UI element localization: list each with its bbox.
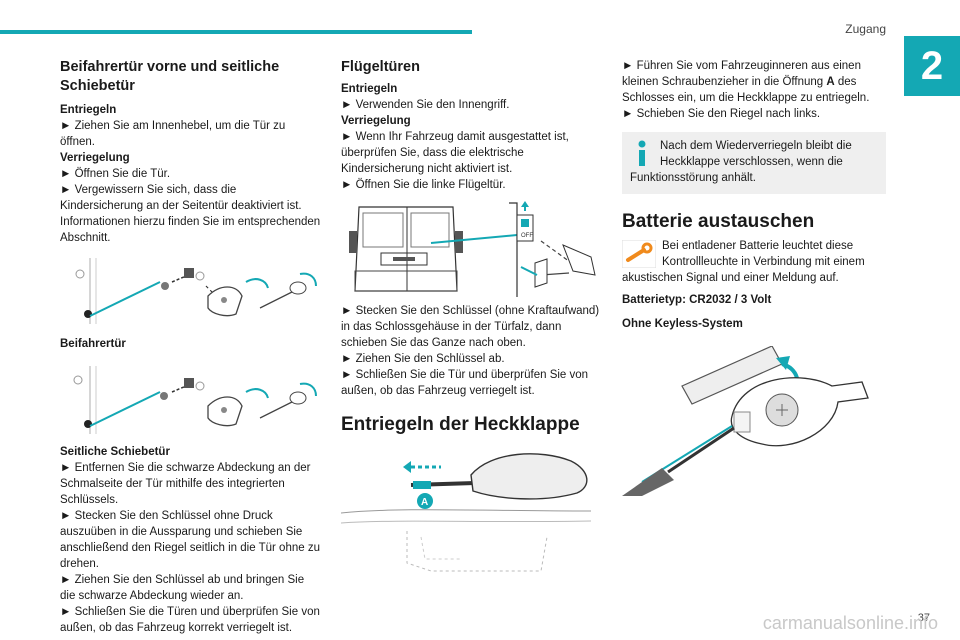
step-schiebe-1: ► Entfernen Sie die schwarze Abdeckung a… <box>60 462 311 506</box>
step-fluegel-2: ► Ziehen Sie den Schlüssel ab. <box>341 353 505 365</box>
section-heading-heckklappe: Entriegeln der Heckklappe <box>341 414 580 435</box>
chapter-tab: 2 <box>904 36 960 96</box>
step-fluegel-verriegelung-1: ► Wenn Ihr Fahrzeug damit ausgestattet i… <box>341 131 569 175</box>
step-fluegel-1: ► Stecken Sie den Schlüssel (ohne Krafta… <box>341 305 600 349</box>
info-note: Nach dem Wiederverriegeln bleibt die Hec… <box>622 132 886 194</box>
column-1: Beifahrertür vorne und seitliche Schiebe… <box>60 56 322 636</box>
step-schiebe-3: ► Ziehen Sie den Schlüssel ab und bringe… <box>60 574 305 602</box>
section-heading-fluegeltueren: Flügeltüren <box>341 59 420 75</box>
header-accent-bar <box>0 30 472 34</box>
label-entriegeln: Entriegeln <box>60 104 117 116</box>
caption-schiebetuer: Seitliche Schiebetür <box>60 446 170 458</box>
step-heckklappe-1-post: des Schlosses ein, um die Heckklappe zu … <box>622 76 870 104</box>
heading-ohne-keyless: Ohne Keyless-System <box>622 318 743 330</box>
info-icon <box>638 140 646 166</box>
info-note-text: Nach dem Wiederverriegeln bleibt die Hec… <box>630 140 852 184</box>
chapter-title: Zugang <box>845 22 886 36</box>
illustration-heckklappe-screwdriver: A <box>341 453 592 572</box>
step-heckklappe-1-pre: ► Führen Sie vom Fahrzeuginneren aus ein… <box>622 60 861 88</box>
footer-watermark: carmanualsonline.info <box>762 613 938 633</box>
column-2: Flügeltüren Entriegeln ► Verwenden Sie d… <box>341 56 605 575</box>
step-heckklappe-1: ► Führen Sie vom Fahrzeuginneren aus ein… <box>622 58 886 106</box>
step-schiebe-4: ► Schließen Sie die Türen und überprüfen… <box>60 606 320 634</box>
batterie-text: Bei entladener Batterie leuchtet diese K… <box>622 240 865 284</box>
step-schiebe-2: ► Stecken Sie den Schlüssel ohne Druck a… <box>60 510 320 570</box>
step-heckklappe-2: ► Schieben Sie den Riegel nach links. <box>622 108 821 120</box>
illustration-schiebetuer-lock <box>73 366 317 434</box>
step-fluegel-entriegeln: ► Verwenden Sie den Innengriff. <box>341 99 510 111</box>
off-label: OFF <box>521 233 533 239</box>
step-entriegeln: ► Ziehen Sie am Innenhebel, um die Tür z… <box>60 120 286 148</box>
page-number: 37 <box>917 612 930 624</box>
section-heading-batterie: Batterie austauschen <box>622 211 815 232</box>
illustration-beifahrertuer-lock <box>75 258 317 324</box>
step-verriegelung-2: ► Vergewissern Sie sich, dass die Kinder… <box>60 184 321 244</box>
marker-a: A <box>421 497 428 508</box>
opening-a-label: A <box>826 76 835 88</box>
step-fluegel-verriegelung-2: ► Öffnen Sie die linke Flügeltür. <box>341 179 506 191</box>
step-fluegel-3: ► Schließen Sie die Tür und überprüfen S… <box>341 369 589 397</box>
illustration-battery-replacement <box>622 346 869 496</box>
wrench-warning-icon <box>622 240 656 268</box>
label-entriegeln-2: Entriegeln <box>341 83 398 95</box>
chapter-number: 2 <box>920 44 944 88</box>
step-verriegelung-1: ► Öffnen Sie die Tür. <box>60 168 171 180</box>
illustration-fluegeltueren: OFF <box>349 201 596 297</box>
column-3: ► Führen Sie vom Fahrzeuginneren aus ein… <box>622 56 886 496</box>
caption-beifahrertuer: Beifahrertür <box>60 338 126 350</box>
batterie-paragraph: Bei entladener Batterie leuchtet diese K… <box>622 238 886 286</box>
section-heading-beifahrertuer: Beifahrertür vorne und seitliche Schiebe… <box>60 59 280 94</box>
label-verriegelung-2: Verriegelung <box>341 115 411 127</box>
battery-type: Batterietyp: CR2032 / 3 Volt <box>622 294 772 306</box>
label-verriegelung: Verriegelung <box>60 152 130 164</box>
